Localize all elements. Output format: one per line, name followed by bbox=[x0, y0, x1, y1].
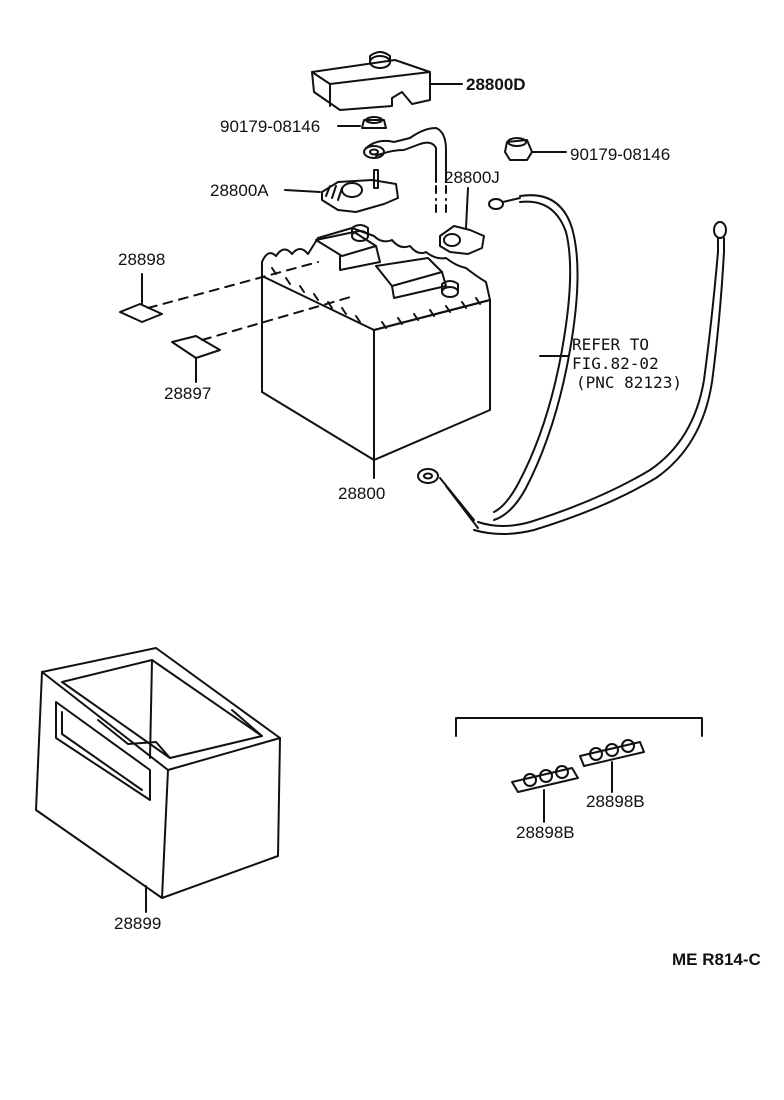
battery-tray-drawing bbox=[35, 647, 281, 913]
nut-right-drawing bbox=[504, 137, 567, 161]
part-label-28800d: 28800D bbox=[466, 75, 526, 94]
reference-note-line2: FIG.82-02 bbox=[572, 354, 659, 373]
part-label-nut-right: 90179-08146 bbox=[570, 145, 671, 164]
part-label-28800j: 28800J bbox=[444, 168, 500, 187]
part-label-28898b-right: 28898B bbox=[586, 792, 645, 811]
battery-cable-drawing bbox=[417, 194, 727, 535]
nut-left-drawing bbox=[337, 116, 387, 129]
terminal-cover-drawing bbox=[311, 51, 463, 111]
reference-note-line3: (PNC 82123) bbox=[576, 373, 682, 392]
part-label-28898b-left: 28898B bbox=[516, 823, 575, 842]
part-label-28898: 28898 bbox=[118, 250, 166, 269]
label-stickers-drawing bbox=[119, 261, 355, 383]
part-label-28899: 28899 bbox=[114, 914, 162, 933]
reference-note-line1: REFER TO bbox=[572, 335, 650, 354]
battery-drawing bbox=[261, 224, 491, 479]
part-label-28800a: 28800A bbox=[210, 181, 269, 200]
part-label-28897: 28897 bbox=[164, 384, 212, 403]
terminal-drawing bbox=[439, 187, 485, 255]
cable-connector-drawing bbox=[363, 127, 447, 216]
part-label-nut-left: 90179-08146 bbox=[220, 117, 321, 136]
clamp-drawing bbox=[284, 169, 399, 213]
figure-reference-code: ME R814-C bbox=[672, 950, 761, 969]
part-label-28800: 28800 bbox=[338, 484, 386, 503]
label-set-drawing bbox=[455, 717, 703, 823]
